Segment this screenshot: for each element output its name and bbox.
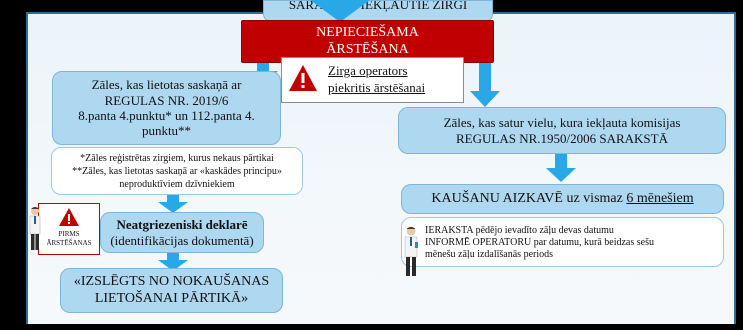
record-box: IERAKSTA pēdējo ievadīto zāļu devas datu… bbox=[401, 217, 724, 267]
doctor-icon bbox=[404, 226, 418, 276]
excluded-line1: «IZSLĒGTS NO NOKAUŠANAS bbox=[73, 273, 270, 289]
treatment-line2: ĀRSTĒŠANA bbox=[326, 41, 409, 57]
right-branch-arrow bbox=[470, 63, 500, 107]
operator-consent-callout: Zirga operators piekritis ārstēšanai bbox=[281, 57, 464, 103]
registered-medicine-box: Zāles, kas lietotas saskaņā ar REGULAS N… bbox=[52, 71, 281, 145]
record-line3: mēnešu zāļu izdalīšanās periods bbox=[425, 249, 554, 260]
declare-arrow bbox=[158, 195, 188, 213]
slaughter-delay-box: KAUŠANU AIZKAVĒ uz vismaz 6 mēnešiem bbox=[401, 184, 724, 214]
before-treatment-callout: PIRMS ĀRSTĒŠANAS bbox=[38, 203, 100, 255]
operator-line1: Zirga operators bbox=[328, 63, 408, 78]
declare-box: Neatgriezeniski deklarē (identifikācijas… bbox=[100, 212, 264, 253]
left-line4: punktu** bbox=[141, 123, 192, 139]
right-line2: REGULAS NR.1950/2006 SARAKSTĀ bbox=[456, 130, 668, 146]
excluded-line2: LIETOŠANAI PĀRTIKĀ» bbox=[94, 290, 249, 306]
excluded-from-slaughter-box: «IZSLĒGTS NO NOKAUŠANAS LIETOŠANAI PĀRTI… bbox=[60, 268, 283, 313]
delay-prefix: KAUŠANU AIZKAVĒ uz vismaz bbox=[431, 190, 627, 206]
record-line1: IERAKSTA pēdējo ievadīto zāļu devas datu… bbox=[425, 225, 614, 236]
before-line2: ĀRSTĒŠANAS bbox=[46, 239, 92, 247]
excluded-arrow bbox=[158, 253, 188, 271]
delay-underlined: 6 mēnešiem bbox=[626, 190, 694, 206]
annex-substance-box: Zāles, kas satur vielu, kura iekļauta ko… bbox=[398, 107, 726, 154]
footnote-box: *Zāles reģistrētas zirgiem, kurus nekaus… bbox=[51, 147, 303, 195]
top-down-arrow bbox=[310, 0, 370, 22]
record-line2: INFORMĒ OPERATORU par datumu, kurā beidz… bbox=[425, 237, 654, 248]
treatment-line1: NEPIECIEŠAMA bbox=[316, 24, 419, 40]
before-line1: PIRMS bbox=[58, 230, 80, 238]
operator-line2: piekritis ārstēšanai bbox=[328, 80, 426, 95]
delay-arrow bbox=[546, 154, 576, 182]
footnote-line2: **Zāles, kas lietotas saskaņā ar «kaskād… bbox=[72, 165, 282, 177]
left-line1: Zāles, kas lietotas saskaņā ar bbox=[91, 77, 242, 93]
doctor-icon bbox=[29, 207, 41, 250]
footnote-line3: neproduktīviem dzīvniekiem bbox=[119, 178, 235, 190]
warning-icon bbox=[59, 208, 79, 226]
footnote-line1: *Zāles reģistrētas zirgiem, kurus nekaus… bbox=[80, 152, 274, 164]
right-line1: Zāles, kas satur vielu, kura iekļauta ko… bbox=[443, 115, 681, 131]
listed-horses-text: SARAKSTĀ IEKĻAUTIE ZIRGI bbox=[288, 0, 468, 13]
warning-icon bbox=[289, 65, 317, 91]
left-line3: 8.panta 4.punktu* un 112.panta 4. bbox=[78, 108, 255, 123]
left-line2: REGULAS NR. 2019/6 bbox=[104, 92, 229, 108]
declare-line2: (identifikācijas dokumentā) bbox=[110, 232, 254, 248]
declare-line1: Neatgriezeniski deklarē bbox=[116, 217, 248, 233]
delay-text: KAUŠANU AIZKAVĒ uz vismaz 6 mēnešiem bbox=[431, 191, 693, 208]
